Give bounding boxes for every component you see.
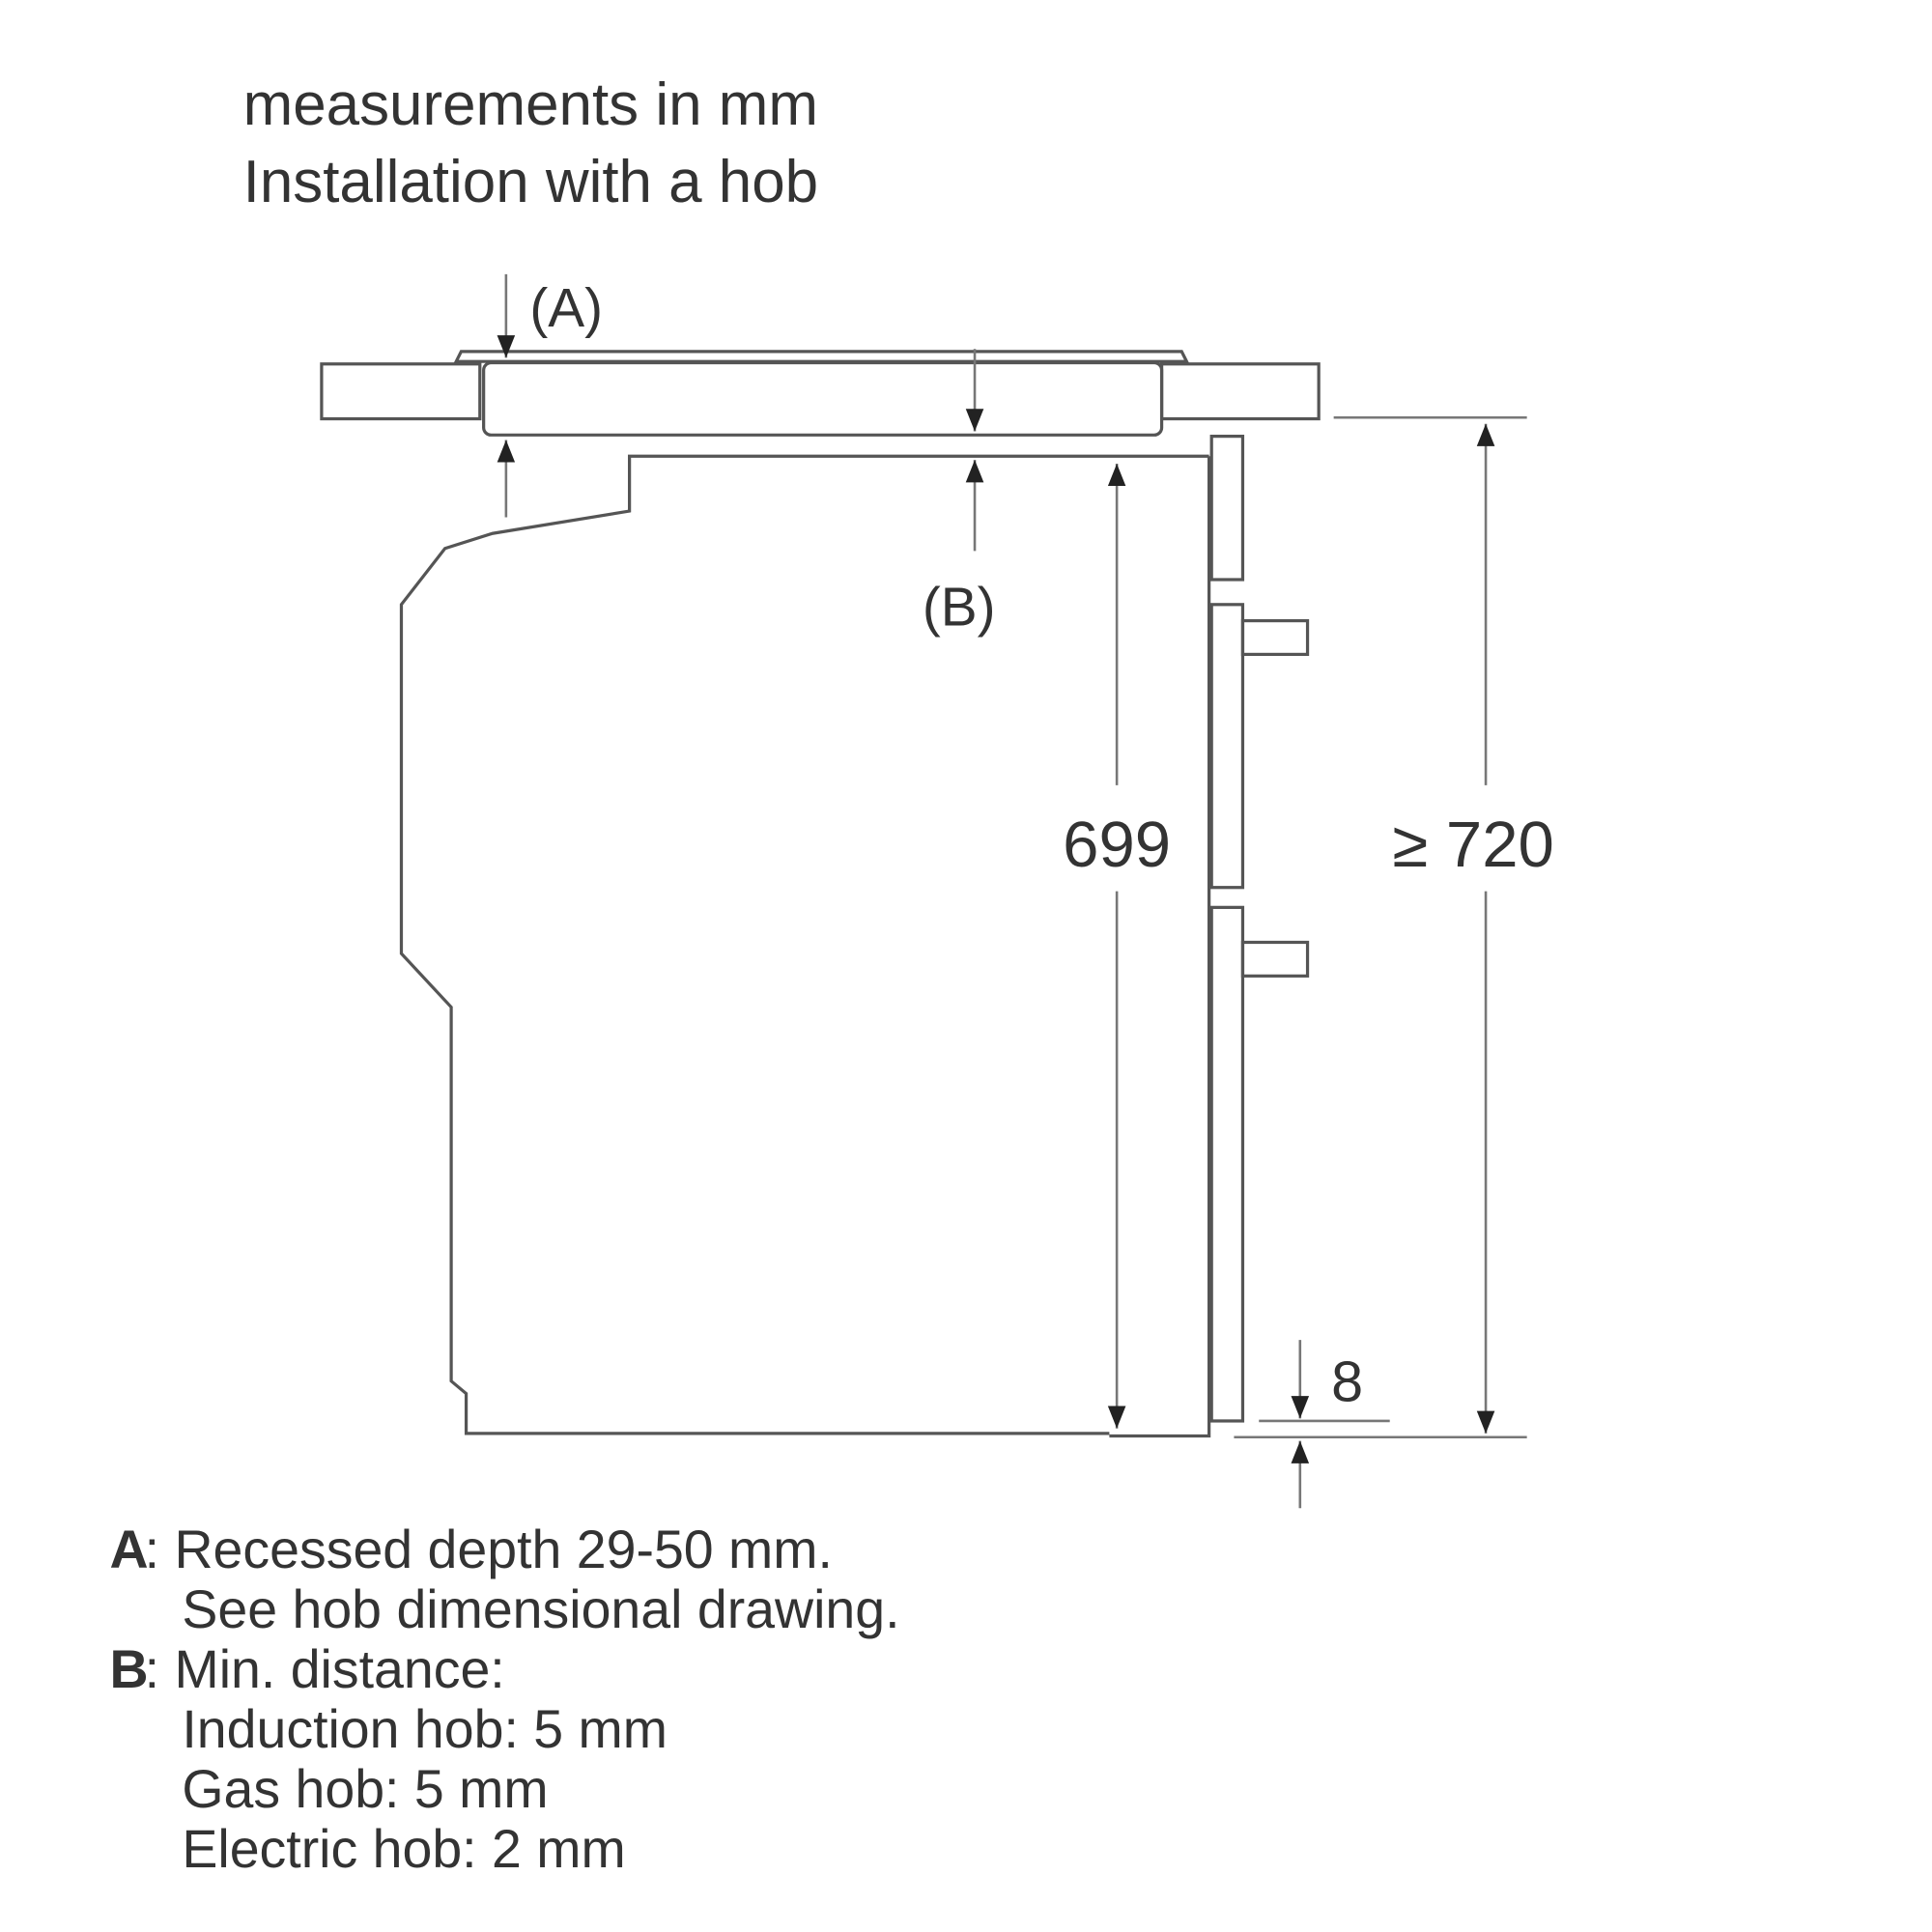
handle-lower bbox=[1240, 940, 1310, 978]
legend-a-line2: See hob dimensional drawing. bbox=[182, 1579, 899, 1639]
worktop-left bbox=[320, 362, 482, 421]
legend-b-line3: Gas hob: 5 mm bbox=[182, 1759, 548, 1819]
dimension-699: 699 bbox=[1063, 464, 1171, 1429]
title-measurements: measurements in mm bbox=[243, 71, 818, 138]
legend-b-line2: Induction hob: 5 mm bbox=[182, 1699, 668, 1759]
label-720: ≥ 720 bbox=[1392, 809, 1553, 881]
worktop-right bbox=[1159, 362, 1321, 421]
legend: A : Recessed depth 29-50 mm. See hob dim… bbox=[110, 1520, 900, 1879]
dimension-720: ≥ 720 bbox=[1234, 415, 1554, 1439]
oven-body bbox=[399, 454, 1211, 1438]
legend-b-line4: Electric hob: 2 mm bbox=[182, 1819, 625, 1879]
legend-a-line1: : Recessed depth 29-50 mm. bbox=[145, 1520, 833, 1579]
legend-b-line1: : Min. distance: bbox=[145, 1639, 505, 1699]
dimension-b: (B) bbox=[923, 349, 996, 639]
dimension-8: 8 bbox=[1259, 1340, 1390, 1509]
title-installation: Installation with a hob bbox=[243, 149, 819, 215]
legend-b-key: B bbox=[110, 1639, 149, 1699]
handle-upper bbox=[1240, 618, 1310, 657]
worktop bbox=[320, 362, 1321, 421]
label-699: 699 bbox=[1063, 809, 1171, 881]
oven-front bbox=[1209, 434, 1310, 1423]
label-a: (A) bbox=[529, 278, 603, 339]
label-b: (B) bbox=[923, 578, 996, 639]
dimension-a: (A) bbox=[497, 273, 603, 518]
door-lower bbox=[1209, 905, 1245, 1423]
legend-a-key: A bbox=[110, 1520, 149, 1579]
door-upper bbox=[1209, 603, 1245, 890]
label-8: 8 bbox=[1331, 1349, 1363, 1413]
hob bbox=[453, 350, 1189, 437]
control-panel bbox=[1209, 434, 1245, 582]
